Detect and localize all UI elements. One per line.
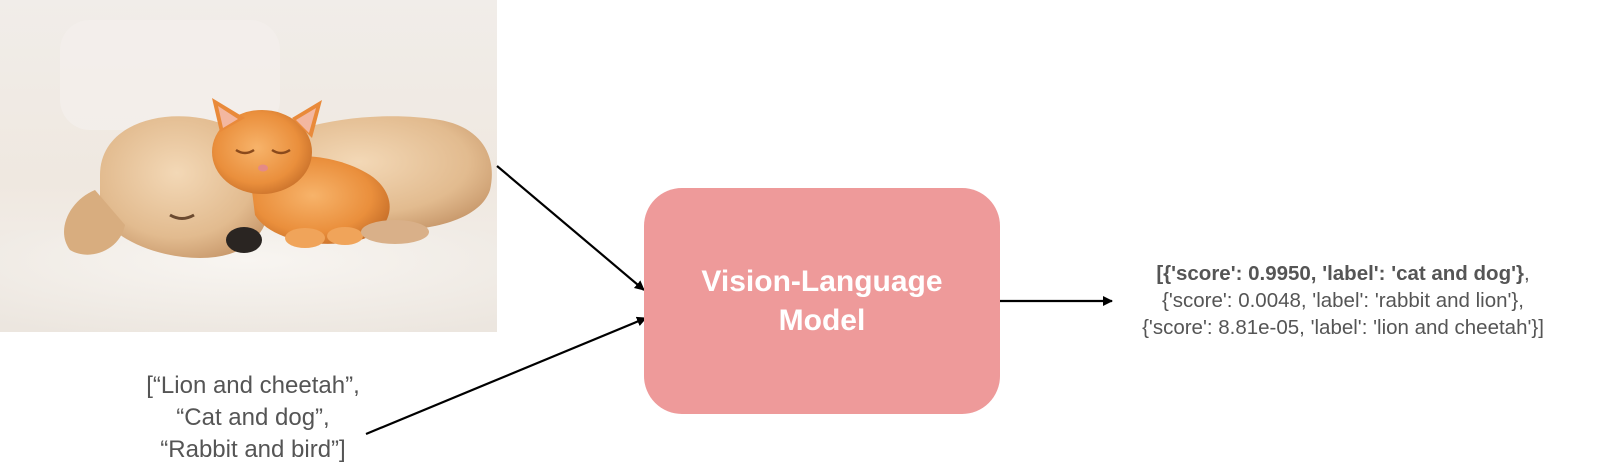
text-to-model-arrow	[365, 316, 647, 436]
image-to-model-arrow	[496, 165, 645, 291]
output-top-result: {'score': 0.9950, 'label': 'cat and dog'…	[1163, 262, 1524, 285]
output-line-2: {'score': 0.0048, 'label': 'rabbit and l…	[1162, 289, 1524, 312]
classification-output: [{'score': 0.9950, 'label': 'cat and dog…	[1088, 260, 1598, 341]
model-label: Vision-Language Model	[701, 265, 943, 337]
output-line-3: {'score': 8.81e-05, 'label': 'lion and c…	[1142, 316, 1544, 339]
candidate-label-1: [“Lion and cheetah”,	[146, 372, 360, 399]
output-comma: ,	[1523, 262, 1530, 285]
vision-language-model-box: Vision-Language Model	[644, 188, 1000, 414]
candidate-label-2: “Cat and dog”,	[176, 404, 330, 431]
output-open-bracket: [	[1156, 262, 1164, 285]
cat-and-dog-photo	[0, 0, 497, 332]
output-line-1: [{'score': 0.9950, 'label': 'cat and dog…	[1088, 260, 1598, 287]
candidate-labels-list: [“Lion and cheetah”, “Cat and dog”, “Rab…	[118, 370, 388, 466]
candidate-label-3: “Rabbit and bird”]	[160, 436, 346, 463]
